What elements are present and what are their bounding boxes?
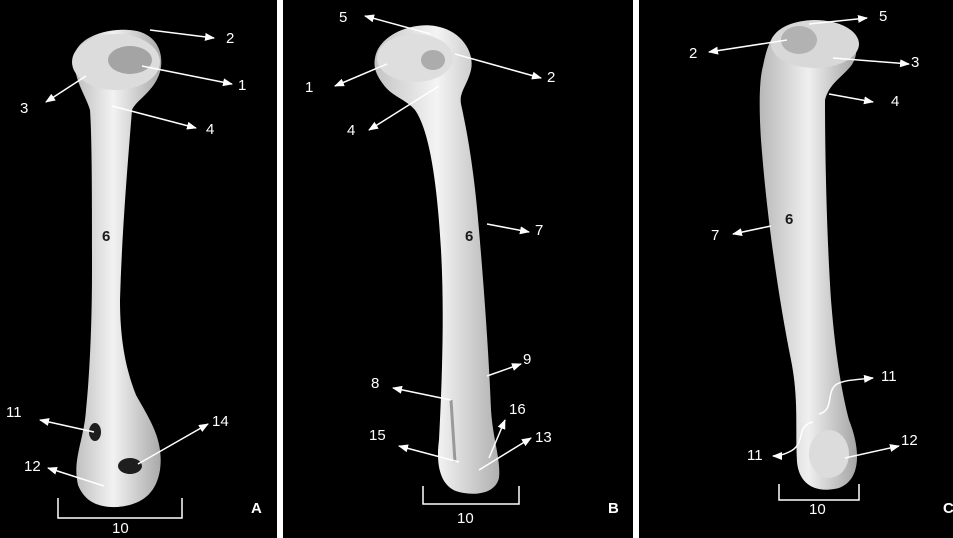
arrow-a-2 [150,30,214,38]
arrow-a-3 [46,76,86,102]
label-b-10: 10 [457,511,474,527]
label-a-2: 2 [226,31,234,47]
label-c-12: 12 [901,433,918,449]
arrow-c-7 [733,226,771,234]
label-a-10: 10 [112,521,129,537]
label-c-7: 7 [711,228,719,244]
label-c-11-bottom: 11 [747,448,763,464]
label-a-12: 12 [24,459,41,475]
bone-a-shape [74,30,161,507]
arrow-b-9 [487,364,521,376]
label-a-4: 4 [206,122,214,138]
label-c-3: 3 [911,55,919,71]
panel-a: 1 2 3 4 6 10 11 12 14 A [0,0,277,538]
panel-a-letter: A [251,500,262,517]
label-b-6: 6 [465,229,473,245]
label-b-2: 2 [547,70,555,86]
label-b-16: 16 [509,402,526,418]
panel-b-drawing [283,0,633,538]
label-b-8: 8 [371,376,379,392]
label-b-4: 4 [347,123,355,139]
label-b-5: 5 [339,10,347,26]
panel-c-letter: C [943,500,953,517]
bone-b-shape [374,25,499,494]
label-a-14: 14 [212,414,229,430]
arrow-c-4 [829,94,873,102]
label-b-13: 13 [535,430,552,446]
label-a-1: 1 [238,78,246,94]
label-b-15: 15 [369,428,386,444]
label-c-2: 2 [689,46,697,62]
label-b-1: 1 [305,80,313,96]
fossa-a-shape [118,458,142,474]
arrow-b-7 [487,224,529,232]
panel-b-letter: B [608,500,619,517]
arrow-b-5 [365,16,431,34]
label-a-11: 11 [6,405,22,421]
label-b-7: 7 [535,223,543,239]
panel-c: 2 3 4 5 6 7 10 11 11 12 C [639,0,953,538]
panel-b: 5 1 2 4 6 7 8 9 10 13 15 16 B [283,0,633,538]
label-b-9: 9 [523,352,531,368]
label-a-6: 6 [102,229,110,245]
panel-a-drawing [0,0,277,538]
label-a-3: 3 [20,101,28,117]
label-c-5: 5 [879,9,887,25]
label-c-4: 4 [891,94,899,110]
label-c-6: 6 [785,212,793,228]
panel-c-drawing [639,0,953,538]
label-c-11-top: 11 [881,369,897,385]
bone-c-shape [760,21,857,490]
label-c-10: 10 [809,502,826,518]
